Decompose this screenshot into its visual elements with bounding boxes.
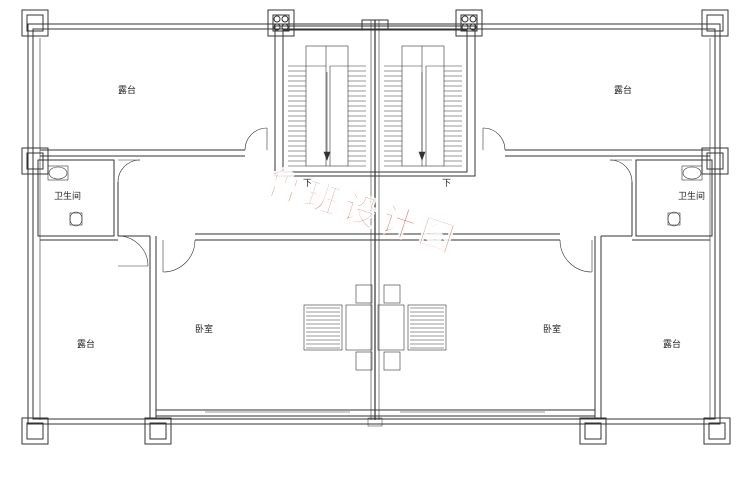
doors <box>117 127 633 273</box>
bathroom-fixtures <box>47 165 703 227</box>
interior-walls <box>37 149 713 418</box>
stair-arrows <box>323 72 426 161</box>
stair-down-label-right: 下 <box>442 179 452 189</box>
shaft-units <box>303 284 447 371</box>
windows <box>205 411 545 427</box>
stair-down-label-left: 下 <box>303 179 313 189</box>
room-label-terrace-bottom-left: 露台 <box>77 340 96 350</box>
room-label-terrace-bottom-right: 露台 <box>663 340 682 350</box>
stair-core <box>274 19 476 420</box>
room-label-terrace-top-right: 露台 <box>614 86 633 96</box>
stair-right <box>401 45 445 167</box>
columns <box>21 9 731 445</box>
room-label-bedroom-right: 卧室 <box>543 325 562 335</box>
room-label-bedroom-left: 卧室 <box>195 325 214 335</box>
room-label-bathroom-right: 卫生间 <box>678 192 706 202</box>
outer-walls <box>27 23 721 425</box>
room-label-bathroom-left: 卫生间 <box>54 192 82 202</box>
room-label-terrace-top-left: 露台 <box>118 86 137 96</box>
